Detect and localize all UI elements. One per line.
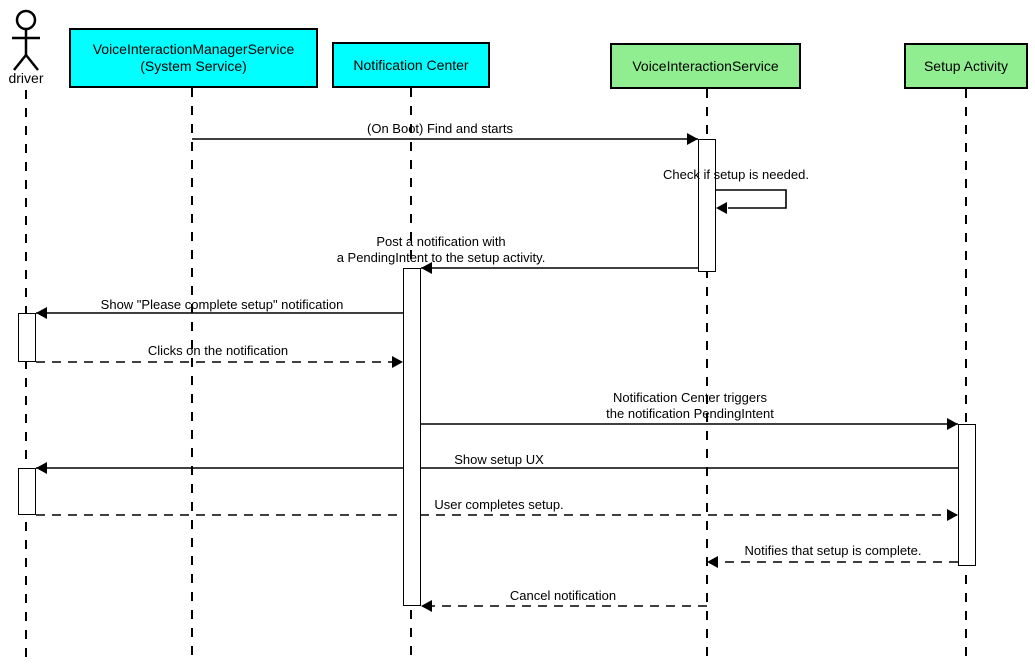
activation-bar-notif [403, 268, 421, 606]
activation-bar-vis [698, 139, 716, 272]
message-label-5: Clicks on the notification [147, 343, 289, 358]
message-7 [36, 462, 958, 474]
message-label-2: Check if setup is needed. [663, 167, 809, 182]
message-6 [421, 418, 958, 430]
activation-bar-driver [18, 468, 36, 515]
message-label-3: Post a notification with a PendingIntent… [336, 234, 546, 265]
message-5 [36, 356, 403, 368]
message-label-7: Show setup UX [454, 452, 544, 467]
activation-bar-driver [18, 313, 36, 362]
message-label-9: Notifies that setup is complete. [744, 543, 922, 558]
participant-box-notif: Notification Center [332, 42, 490, 88]
message-9 [707, 556, 958, 568]
message-3 [421, 262, 698, 274]
message-1 [192, 133, 698, 145]
message-10 [421, 600, 707, 612]
actor-label-driver: driver [8, 70, 44, 86]
message-label-6: Notification Center triggers the notific… [606, 390, 774, 421]
participant-box-vis: VoiceInteractionService [610, 43, 801, 89]
participant-box-vims: VoiceInteractionManagerService (System S… [69, 28, 318, 88]
participant-box-setup: Setup Activity [904, 43, 1028, 89]
message-2 [716, 189, 787, 214]
message-4 [36, 307, 403, 319]
message-label-4: Show "Please complete setup" notificatio… [100, 297, 344, 312]
activation-bar-setup [958, 424, 976, 566]
message-8 [36, 509, 958, 521]
message-label-1: (On Boot) Find and starts [367, 121, 513, 136]
message-label-10: Cancel notification [509, 588, 617, 603]
message-label-8: User completes setup. [434, 497, 564, 512]
